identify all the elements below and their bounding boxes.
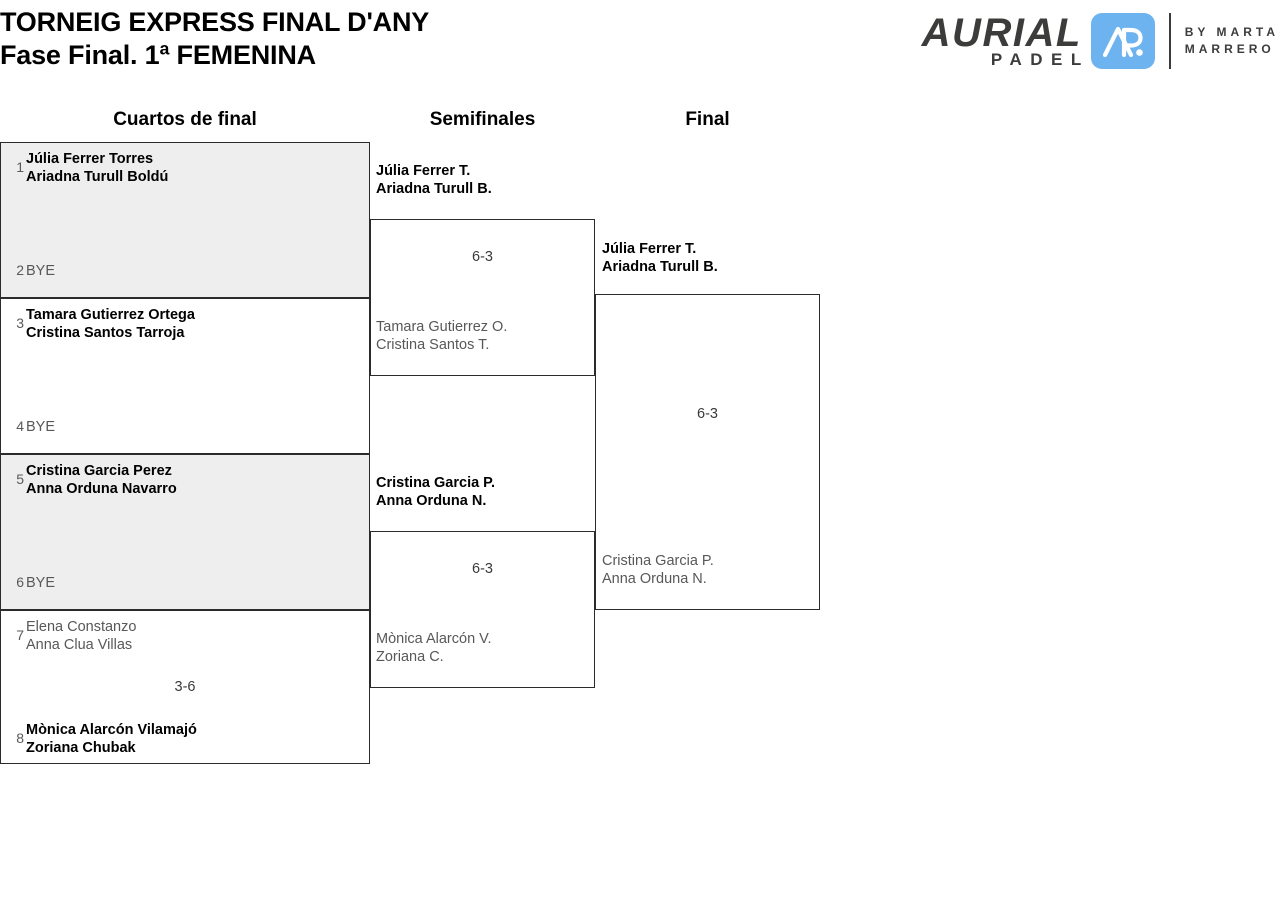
round-header-quarterfinals: Cuartos de final [113,109,257,130]
team-qf1-top-player1: Júlia Ferrer Torres [26,151,154,167]
team-qf2-top[interactable]: Tamara Gutierrez Ortega Cristina Santos … [26,306,195,342]
score-qf4: 3-6 [174,679,196,695]
team-qf4-top-player1: Elena Constanzo [26,619,137,635]
match-box-sf2[interactable] [370,531,595,688]
score-final: 6-3 [697,406,718,422]
logo-wordmark: AURIAL PADEL [921,10,1082,69]
seed-number-6: 6 [16,574,24,590]
team-qf4-top-player2: Anna Clua Villas [26,637,133,653]
seed-number-2: 2 [16,262,24,278]
logo-by-line-1: BY MARTA [1184,25,1279,39]
team-sf2-top[interactable]: Cristina Garcia P. Anna Orduna N. [376,474,495,510]
logo-byline: BY MARTA MARRERO [1185,24,1279,58]
tournament-phase: Fase Final. 1ª FEMENINA [0,40,316,70]
team-qf1-top-player2: Ariadna Turull Boldú [26,169,169,185]
team-sf1-bottom-player2: Cristina Santos T. [376,337,490,353]
team-qf3-top-player2: Anna Orduna Navarro [26,481,177,497]
team-qf1-top[interactable]: Júlia Ferrer Torres Ariadna Turull Boldú [26,150,168,186]
team-sf1-bottom-player1: Tamara Gutierrez O. [376,319,508,335]
team-sf2-top-player1: Cristina Garcia P. [376,475,496,491]
score-sf2: 6-3 [472,561,493,577]
team-sf2-bottom-player2: Zoriana C. [376,649,444,665]
seed-number-8: 8 [16,730,24,746]
team-qf3-bottom-player1: BYE [26,575,56,591]
seed-number-5: 5 [16,471,24,487]
team-final-bottom-player1: Cristina Garcia P. [602,553,714,569]
team-sf2-bottom-player1: Mònica Alarcón V. [376,631,492,647]
team-qf3-top[interactable]: Cristina Garcia Perez Anna Orduna Navarr… [26,462,177,498]
team-qf2-bottom-player1: BYE [26,419,56,435]
team-qf4-top[interactable]: Elena Constanzo Anna Clua Villas [26,618,136,654]
seed-number-1: 1 [16,159,24,175]
ap-monogram-icon [1090,13,1155,69]
round-header-semifinals: Semifinales [429,109,536,130]
logo-divider [1168,13,1171,69]
tournament-name: TORNEIG EXPRESS FINAL D'ANY [0,7,430,37]
team-qf3-bottom[interactable]: BYE [26,574,55,592]
team-final-top-player1: Júlia Ferrer T. [602,241,697,257]
team-qf1-bottom-player1: BYE [26,263,56,279]
seed-number-7: 7 [16,627,24,643]
logo-padel-text: PADEL [990,49,1090,69]
team-final-bottom[interactable]: Cristina Garcia P. Anna Orduna N. [602,552,714,588]
score-sf1: 6-3 [472,249,493,265]
team-qf3-top-player1: Cristina Garcia Perez [26,463,172,479]
match-box-qf1[interactable] [0,142,370,298]
team-qf2-top-player2: Cristina Santos Tarroja [26,325,185,341]
page-title: TORNEIG EXPRESS FINAL D'ANY Fase Final. … [0,6,860,72]
team-sf1-bottom[interactable]: Tamara Gutierrez O. Cristina Santos T. [376,318,507,354]
match-box-sf1[interactable] [370,219,595,376]
round-header-final: Final [685,109,730,130]
team-final-bottom-player2: Anna Orduna N. [602,571,707,587]
seed-number-3: 3 [16,315,24,331]
team-final-top[interactable]: Júlia Ferrer T. Ariadna Turull B. [602,240,718,276]
logo-aurial-text: AURIAL [921,10,1082,55]
team-sf2-bottom[interactable]: Mònica Alarcón V. Zoriana C. [376,630,492,666]
match-box-qf4[interactable] [0,610,370,764]
team-qf2-bottom[interactable]: BYE [26,418,55,436]
match-box-qf3[interactable] [0,454,370,610]
team-final-top-player2: Ariadna Turull B. [602,259,718,275]
team-qf4-bottom-player2: Zoriana Chubak [26,740,136,756]
aurial-padel-logo: AURIAL PADEL BY MARTA MARRERO [922,8,1279,74]
logo-by-line-2: MARRERO [1184,42,1275,56]
team-qf4-bottom[interactable]: Mònica Alarcón Vilamajó Zoriana Chubak [26,721,197,757]
team-sf1-top[interactable]: Júlia Ferrer T. Ariadna Turull B. [376,162,492,198]
team-sf1-top-player1: Júlia Ferrer T. [376,163,471,179]
team-sf1-top-player2: Ariadna Turull B. [376,181,492,197]
seed-number-4: 4 [16,418,24,434]
team-qf1-bottom[interactable]: BYE [26,262,55,280]
team-sf2-top-player2: Anna Orduna N. [376,493,487,509]
match-box-qf2[interactable] [0,298,370,454]
match-box-final[interactable] [595,294,820,610]
team-qf4-bottom-player1: Mònica Alarcón Vilamajó [26,722,197,738]
team-qf2-top-player1: Tamara Gutierrez Ortega [26,307,195,323]
